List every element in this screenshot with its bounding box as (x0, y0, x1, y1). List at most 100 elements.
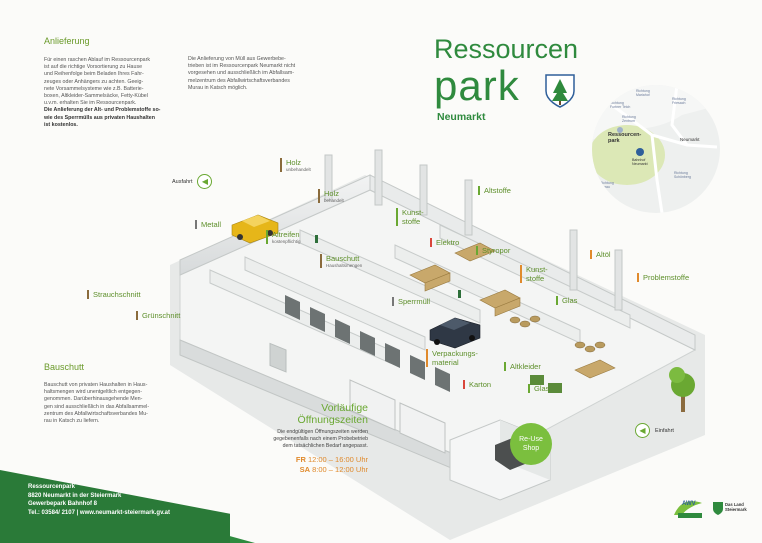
text-line-bold: Die Anlieferung der Alt- und Problemstof… (44, 107, 161, 114)
day-sa: SA (299, 465, 311, 474)
reuse-label: Re-Use (519, 436, 543, 443)
awv-logo-icon (674, 501, 702, 518)
text-line: trieben ist im Ressourcenpark Neumarkt n… (188, 63, 296, 70)
dark-car-icon (429, 317, 481, 349)
station-strauchschnitt: Strauchschnitt (87, 290, 141, 299)
station-label: Strauchschnitt (93, 290, 141, 299)
station-label: Grünschnitt (142, 311, 181, 320)
map-direction-label: Richtung Murau (600, 181, 614, 189)
tree-icon (669, 367, 695, 412)
gewerbe-text: Die Anlieferung von Müll aus Gewerbebe- … (188, 56, 323, 92)
station-sublabel: kostenpflichtig (272, 239, 301, 244)
day-fr: FR (295, 455, 306, 464)
text-line: boxen, Altkleider-Sammelsäcke, Fetty-Küb… (44, 93, 148, 100)
awv-logo-text: AWV (682, 501, 696, 507)
land-logo-line: Steiermark (725, 507, 747, 512)
station-label: Karton (469, 380, 492, 389)
station-label: Sperrmüll (398, 297, 431, 306)
brand-title-1: Ressourcen (434, 34, 579, 64)
station-label: Glas (562, 296, 578, 305)
text-line: zeuges oder Anhängers zu achten. Geeig- (44, 78, 144, 85)
station-label: Altkleider (510, 362, 541, 371)
map-site-label: Ressourcen- park (608, 132, 642, 144)
brand-block: Ressourcen park Neumarkt (434, 34, 579, 124)
site-plan-illustration (170, 149, 705, 540)
station-elektro: Elektro (430, 238, 459, 247)
map-direction-label: Richtung Furtner Teich (610, 101, 631, 109)
station-label: Elektro (436, 238, 460, 247)
text-line: Für einen raschen Ablauf im Ressourcenpa… (44, 57, 150, 63)
station-problemstoffe: Problemstoffe (637, 273, 689, 282)
text-line: Bauschutt von privaten Haushalten in Hau… (44, 382, 148, 388)
opening-note: Die endgültigen Öffnungszeiten werden (277, 429, 368, 435)
station-sublabel: Haushaltsmengen (326, 263, 363, 268)
map-direction-label: Richtung Schönberg (674, 171, 691, 179)
map-neumarkt-label: Neumarkt (680, 137, 700, 142)
brand-title-2: park (434, 62, 520, 109)
station-glas-1: Glas (556, 296, 577, 305)
footer-contact: Ressourcenpark 8820 Neumarkt in der Stei… (28, 483, 170, 517)
opening-hours: Vorläufige Öffnungszeiten Die endgültige… (228, 403, 368, 475)
station-label: Bauschutt (326, 254, 360, 263)
station-label: Altreifen (272, 230, 300, 239)
anlieferung-section: Anlieferung Für einen raschen Ablauf im … (44, 36, 174, 129)
footer-line: 8820 Neumarkt in der Steiermark (28, 492, 122, 499)
text-line: vorgesehen und ausschließlich im Abfalls… (188, 70, 294, 77)
text-line: nete Vorsammelsysteme wie z.B. Batterie- (44, 85, 144, 92)
footer-line: Gewerbepark Bahnhof 8 (28, 501, 98, 508)
coat-of-arms-icon (545, 74, 575, 108)
text-line: u.v.m. erhalten Sie im Ressourcenpark. (44, 100, 137, 107)
anlieferung-text: Für einen raschen Ablauf im Ressourcenpa… (44, 57, 174, 129)
station-label: Altöl (596, 250, 611, 259)
station-label: Styropor (482, 246, 511, 255)
text-line: zentrum des Abfallwirtschaftsverbandes M… (44, 410, 148, 417)
ausfahrt-marker: Ausfahrt ◀ (172, 174, 213, 189)
time-sa: 8:00 – 12:00 Uhr (312, 465, 368, 474)
land-logo-line: Das Land (725, 502, 744, 507)
station-label: Metall (201, 220, 222, 229)
text-line: Die Anlieferung von Müll aus Gewerbebe- (188, 56, 286, 62)
text-line-bold: ist kostenlos. (44, 121, 78, 128)
map-bahnhof-label: Bahnhof Neumarkt (632, 158, 648, 167)
text-line: genommen. Darüberhinausgehende Men- (44, 396, 143, 403)
text-line: und Reihenfolge beim Beladen Ihres Fahr- (44, 71, 144, 78)
footer-line[interactable]: Tel.: 03584/ 2107 | www.neumarkt-steierm… (28, 509, 170, 516)
station-label: Holz (286, 158, 302, 167)
station-sperrmuell: Sperrmüll (392, 297, 430, 306)
map-direction-label: Richtung Friesach (672, 97, 686, 105)
map-direction-label: Richtung Mariahof (636, 89, 650, 97)
text-line: melzentrum des Abfallwirtschaftsverbande… (188, 77, 290, 84)
awv-logo: AWV (672, 497, 706, 519)
station-glas-2: Glas (528, 384, 549, 393)
text-line: ist auf die richtige Vorsortierung zu Ha… (44, 64, 143, 71)
location-map-roads (592, 85, 720, 213)
reuse-shop-badge: Re-Use Shop (510, 423, 552, 465)
land-steiermark-logo: Das Land Steiermark (713, 502, 747, 515)
station-verpackungsmaterial: Verpackungs- material (426, 349, 478, 367)
anlieferung-heading: Anlieferung (44, 36, 90, 46)
text-line: rau in Katsch zu liefern. (44, 418, 100, 425)
station-karton: Karton (463, 380, 491, 389)
location-map: Ressourcen- park Bahnhof Neumarkt Neumar… (592, 85, 720, 213)
bauschutt-text: Bauschutt von privaten Haushalten in Hau… (44, 382, 179, 425)
einfahrt-label: Einfahrt (655, 427, 674, 434)
station-label: Glas (534, 384, 550, 393)
station-altoel: Altöl (590, 250, 611, 259)
station-kunststoffe-2: Kunst- stoffe (520, 265, 548, 283)
station-label: Altstoffe (484, 186, 511, 195)
station-gruenschnitt: Grünschnitt (136, 311, 180, 320)
text-line: Murau in Katsch möglich. (188, 84, 248, 91)
station-styropor: Styropor (476, 246, 510, 255)
opening-heading: Vorläufige (321, 402, 368, 414)
opening-note: gegebenenfalls nach einem Probebetrieb (273, 436, 368, 442)
ausfahrt-label: Ausfahrt (172, 178, 193, 185)
brand-subtitle: Neumarkt (437, 111, 486, 123)
shop-label: Shop (522, 445, 540, 452)
text-line: haltsmengen wird unentgeltlich entgegen- (44, 389, 143, 396)
opening-note: dem tatsächlichen Bedarf angepasst. (282, 443, 368, 449)
station-metall: Metall (195, 220, 221, 229)
time-fr: 12:00 – 16:00 Uhr (307, 455, 368, 464)
